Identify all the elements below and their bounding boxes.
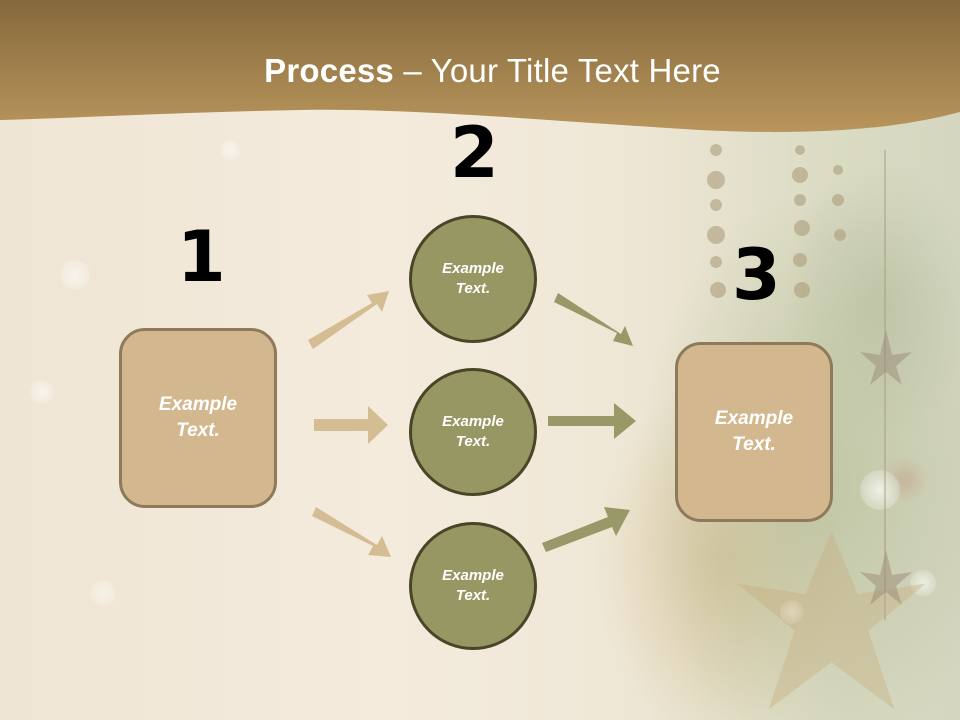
arrow-down-right-icon xyxy=(554,293,633,346)
arrow-right-icon xyxy=(314,406,388,444)
bokeh-sparkle xyxy=(220,140,240,160)
header-banner xyxy=(0,0,960,132)
slide-title: Process – Your Title Text Here xyxy=(0,52,960,90)
title-bold: Process xyxy=(264,52,394,89)
arrow-right-icon xyxy=(548,403,636,439)
bokeh-sparkle xyxy=(90,580,116,606)
arrow-up-right-icon xyxy=(308,291,389,349)
step-number-3: 3 xyxy=(732,234,781,316)
step-number-1: 1 xyxy=(177,216,226,298)
bokeh-sparkle xyxy=(30,380,54,404)
arrow-down-right-icon xyxy=(312,507,391,557)
title-rest: – Your Title Text Here xyxy=(393,52,721,89)
bokeh-sparkle xyxy=(910,570,936,596)
bokeh-sparkle xyxy=(860,470,900,510)
arrow-up-right-icon xyxy=(542,507,630,552)
step-number-2: 2 xyxy=(450,112,499,194)
bokeh-sparkle xyxy=(60,260,90,290)
bokeh-sparkle xyxy=(780,600,804,624)
